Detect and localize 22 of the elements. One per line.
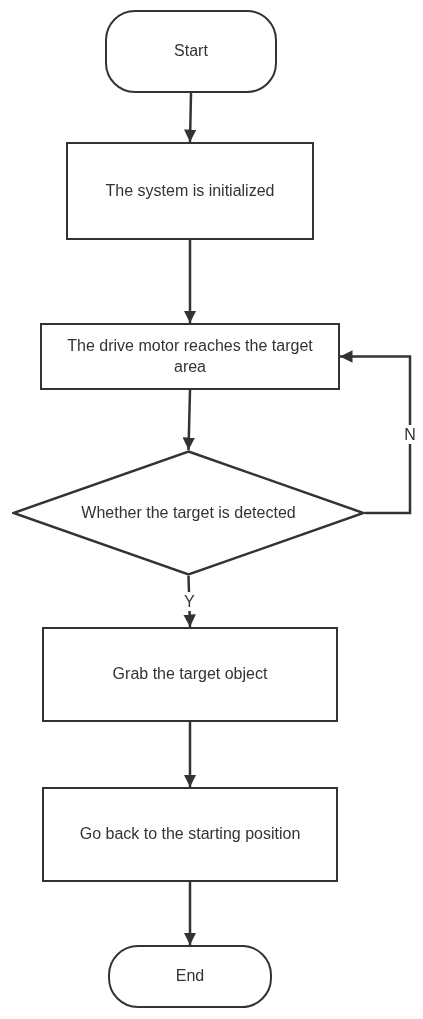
decision-diamond [12,450,365,576]
terminal-shape [108,945,272,1008]
node-text: Go back to the starting position [78,824,302,845]
arrow [184,92,197,143]
arrow [183,882,197,945]
arrow [183,722,197,787]
process-box [42,627,338,722]
edge-label: Y [182,591,196,612]
node-text: Grab the target object [111,664,269,685]
edge-label: N [403,425,417,445]
node-text: Whether the target is detected [80,502,297,523]
node-text: The drive motor reaches the target area [66,335,314,377]
node-text: The system is initialized [104,180,276,201]
process-box [42,787,338,882]
arrow [183,240,197,323]
node-text: Start [173,41,209,62]
process-box [66,142,314,240]
arrow [340,350,412,515]
arrow [182,389,196,451]
terminal-shape [105,10,277,93]
process-box [40,323,340,390]
node-text: End [174,966,206,987]
